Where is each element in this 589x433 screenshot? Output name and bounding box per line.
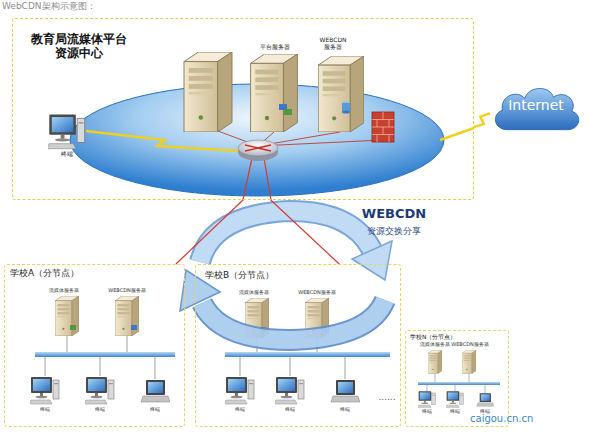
- wireless-link: [474, 113, 490, 127]
- internet-cloud: Internet: [490, 80, 582, 134]
- network-link: [271, 200, 339, 264]
- school-node-box: 学校A（分节点）: [4, 264, 185, 427]
- server-label: WEBCDN服务器: [104, 288, 150, 294]
- school-title: 学校N（分节点）: [410, 334, 506, 341]
- server-label: WEBCDN服务器: [450, 342, 490, 348]
- zone-title: 教育局流媒体平台 资源中心: [27, 33, 131, 61]
- school-node-box: 学校N（分节点）: [405, 330, 509, 427]
- terminal-label: 终端: [330, 407, 360, 413]
- terminal-label: 终端: [225, 407, 255, 413]
- school-node-box: 学校B（分节点）: [195, 264, 401, 427]
- exchange-title: WEBCDN: [354, 207, 434, 222]
- terminal-label: 终端: [140, 407, 170, 413]
- ellipsis-mark: ......: [370, 392, 404, 402]
- terminal-label: 终端: [446, 409, 464, 415]
- terminal-label: 终端: [85, 407, 115, 413]
- terminal-label: 终端: [30, 407, 60, 413]
- server-label: 流媒体服务器: [42, 288, 86, 294]
- diagram-title: WebCDN架构示意图：: [2, 1, 96, 11]
- server-label: 流媒体服务器: [418, 342, 452, 348]
- exchange-caption: 资源交换分享: [354, 226, 434, 236]
- school-title: 学校A（分节点）: [10, 268, 130, 278]
- platform-zone: 教育局流媒体平台 资源中心: [12, 18, 474, 200]
- terminal-label: 终端: [52, 151, 82, 158]
- server-label: WEBCDN服务器: [294, 290, 340, 296]
- school-title: 学校B（分节点）: [205, 270, 325, 280]
- server-label: 流媒体服务器: [232, 290, 276, 296]
- terminal-label: 终端: [476, 409, 494, 415]
- terminal-label: 终端: [275, 407, 305, 413]
- network-link: [176, 200, 243, 264]
- server-label: 平台服务器: [252, 44, 298, 51]
- terminal-label: 终端: [418, 409, 436, 415]
- cloud-label: Internet: [490, 97, 582, 113]
- watermark: caigou.cn.cn: [470, 413, 585, 425]
- server-label: WEBCDN 服务器: [316, 37, 350, 51]
